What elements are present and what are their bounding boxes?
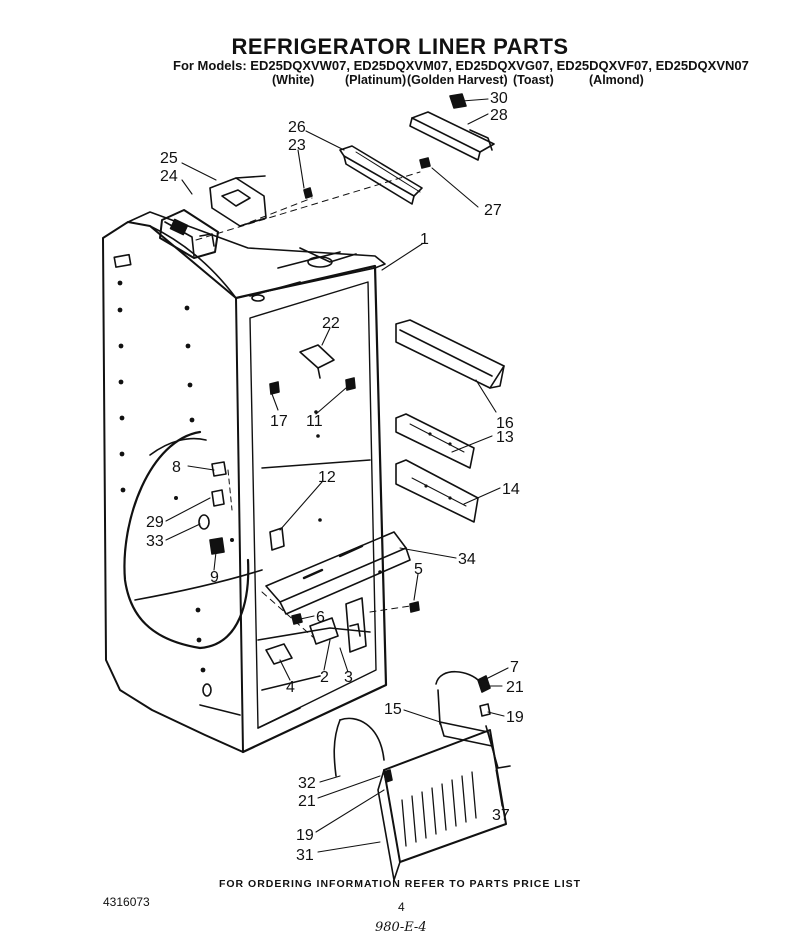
- callout-5: 5: [414, 561, 423, 578]
- screws-top: [303, 157, 431, 199]
- callout-12: 12: [318, 469, 336, 486]
- clip-12: [269, 527, 285, 551]
- callout-24: 24: [160, 168, 178, 185]
- page-number: 4: [398, 900, 405, 914]
- models-label: For Models:: [173, 58, 247, 73]
- callout-13: 13: [496, 429, 514, 446]
- callout-25: 25: [160, 150, 178, 167]
- callout-29: 29: [146, 514, 164, 531]
- callout-2: 2: [320, 669, 329, 686]
- callout-4: 4: [286, 679, 295, 696]
- control-parts: [174, 461, 234, 555]
- callout-26: 26: [288, 119, 306, 136]
- models-line: For Models: ED25DQXVW07, ED25DQXVM07, ED…: [173, 58, 749, 73]
- callout-3: 3: [344, 669, 353, 686]
- liner-cabinet: [102, 211, 388, 754]
- callout-numbers: 30 28 26 23 25 24 27 1 22 17 11 16 13 14…: [146, 90, 524, 864]
- light-housing-assembly: [159, 175, 267, 259]
- callout-6: 6: [316, 609, 325, 626]
- callout-37: 37: [492, 807, 510, 824]
- color-golden-harvest: (Golden Harvest): [407, 73, 508, 87]
- control-detail-circle: [123, 430, 263, 650]
- callout-15: 15: [384, 701, 402, 718]
- handwritten-note: 980-E-4: [375, 920, 427, 935]
- rail-14: [395, 459, 479, 523]
- air-cover-34: [265, 531, 411, 615]
- callout-16: 16: [496, 415, 514, 432]
- callout-23: 23: [288, 137, 306, 154]
- callout-21-upper: 21: [506, 679, 524, 696]
- callout-33: 33: [146, 533, 164, 550]
- callout-19-upper: 19: [506, 709, 524, 726]
- color-almond: (Almond): [589, 73, 644, 87]
- lower-parts: [265, 597, 420, 665]
- callout-28: 28: [490, 107, 508, 124]
- assembly-lines-top: [195, 171, 421, 241]
- callout-7: 7: [510, 659, 519, 676]
- defrost-heater-assembly: [333, 671, 511, 881]
- color-white: (White): [272, 73, 315, 87]
- model-numbers: ED25DQXVW07, ED25DQXVM07, ED25DQXVG07, E…: [250, 58, 749, 73]
- callout-19-lower: 19: [296, 827, 314, 844]
- callout-34: 34: [458, 551, 476, 568]
- callout-14: 14: [502, 481, 520, 498]
- thermostat-bracket: [409, 93, 495, 161]
- callout-27: 27: [484, 202, 502, 219]
- ordering-footer: FOR ORDERING INFORMATION REFER TO PARTS …: [218, 878, 582, 890]
- callout-11: 11: [306, 413, 323, 430]
- assembly-lines-lower: [261, 591, 411, 639]
- callout-32: 32: [298, 775, 316, 792]
- callout-21-lower: 21: [298, 793, 316, 810]
- document-number: 4316073: [103, 895, 150, 909]
- page-title: REFRIGERATOR LINER PARTS: [231, 34, 569, 59]
- bracket-22: [269, 344, 356, 395]
- callout-8: 8: [172, 459, 181, 476]
- leader-lines: [165, 98, 509, 853]
- color-toast: (Toast): [513, 73, 554, 87]
- callout-22: 22: [322, 315, 340, 332]
- callout-1: 1: [420, 231, 429, 248]
- callout-9: 9: [210, 569, 219, 586]
- shelf-frame-16: [395, 319, 505, 389]
- callout-31: 31: [296, 847, 314, 864]
- callout-17: 17: [270, 413, 288, 430]
- rail-13: [395, 413, 475, 469]
- callout-30: 30: [490, 90, 508, 107]
- color-platinum: (Platinum): [345, 73, 407, 87]
